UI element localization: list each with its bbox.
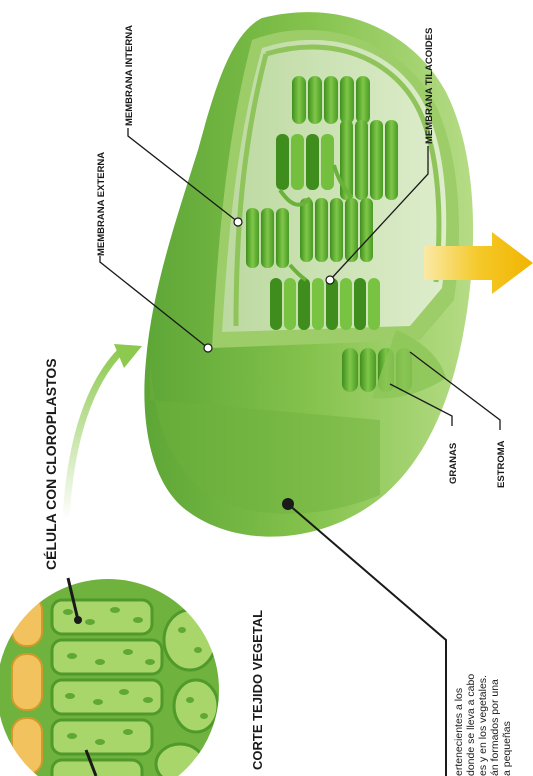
label-granas: GRANAS [448, 443, 459, 484]
body-line-2: donde se lleva a cabo [465, 674, 477, 776]
granum-left [246, 208, 289, 268]
body-line-5: a pequeñas [501, 721, 513, 776]
body-line-4: án formados por una [489, 679, 501, 776]
body-line-1: ertenecientes a los [453, 688, 465, 776]
granum-top [292, 76, 370, 124]
description-text: ertenecientes a los donde se lleva a cab… [453, 674, 513, 776]
label-corte: CORTE TEJIDO VEGETAL [250, 610, 265, 770]
green-arrow-icon [66, 344, 142, 520]
plant-tissue-section [0, 570, 240, 776]
palisade-cells [52, 600, 218, 776]
label-estroma: ESTROMA [496, 440, 507, 488]
label-membrana-tilacoides: MEMBRANA TILACOIDES [424, 28, 435, 144]
label-membrana-interna: MEMBRANA INTERNA [124, 25, 135, 126]
label-celula: CÉLULA CON CLOROPLASTOS [43, 358, 59, 570]
label-membrana-externa: MEMBRANA EXTERNA [96, 152, 107, 256]
body-line-3: es y en los vegetales. [477, 675, 489, 776]
granum-center [300, 198, 373, 262]
